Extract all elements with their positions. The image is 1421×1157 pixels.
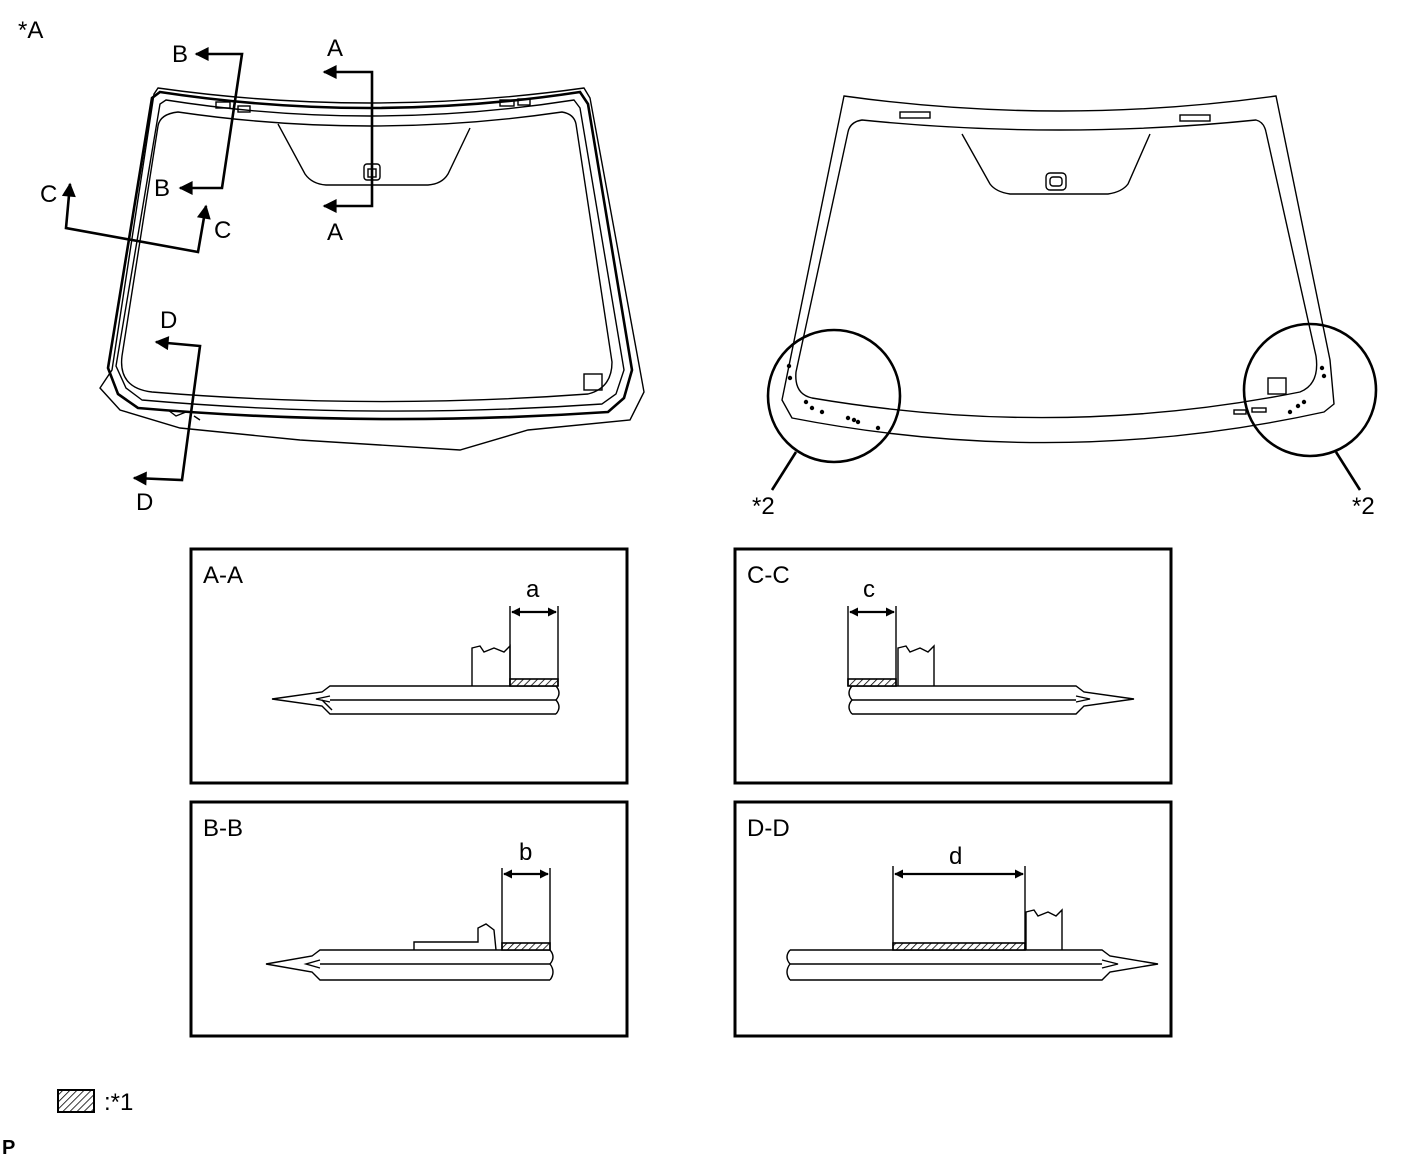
- section-title: D-D: [747, 815, 790, 842]
- cut-label-c-right: C: [214, 217, 231, 244]
- callout-circle-left: [766, 328, 902, 464]
- section-b-b: B-B b: [189, 800, 629, 1038]
- cut-line-b: B B: [154, 41, 244, 202]
- cut-line-a: A A: [322, 35, 374, 246]
- section-d-d: D-D d: [733, 800, 1173, 1038]
- cut-label-b-top: B: [172, 41, 188, 68]
- windshield-right-view: *2 *2: [752, 95, 1378, 520]
- section-title: A-A: [203, 562, 243, 589]
- cut-line-c: C C: [40, 181, 231, 254]
- section-c-c: C-C c: [733, 547, 1173, 785]
- callout-label-left: *2: [752, 493, 775, 520]
- cut-label-c-left: C: [40, 181, 57, 208]
- legend: :*1: [57, 1089, 133, 1116]
- camera-bracket-icon: [1045, 172, 1067, 191]
- cut-line-d: D D: [132, 307, 202, 516]
- dimension-label-b: b: [519, 839, 532, 866]
- cut-label-d-bottom: D: [136, 489, 153, 516]
- section-title: C-C: [747, 562, 790, 589]
- section-title: B-B: [203, 815, 243, 842]
- view-label: *A: [18, 17, 43, 44]
- callout-circle-right: [1242, 322, 1378, 458]
- section-a-a: A-A a: [189, 547, 629, 785]
- callout-label-right: *2: [1352, 493, 1375, 520]
- vin-window: [583, 373, 603, 391]
- dimension-label-d: d: [949, 843, 962, 870]
- dimension-label-a: a: [526, 576, 540, 603]
- cut-label-b-bottom: B: [154, 175, 170, 202]
- cut-label-d-top: D: [160, 307, 177, 334]
- cut-label-a-top: A: [327, 35, 343, 62]
- legend-hatch-swatch: [57, 1089, 95, 1113]
- cut-label-a-bottom: A: [327, 219, 343, 246]
- dimension-label-c: c: [863, 576, 875, 603]
- legend-text: :*1: [104, 1089, 133, 1116]
- vin-window: [1267, 377, 1287, 395]
- corner-mark: P: [2, 1137, 15, 1157]
